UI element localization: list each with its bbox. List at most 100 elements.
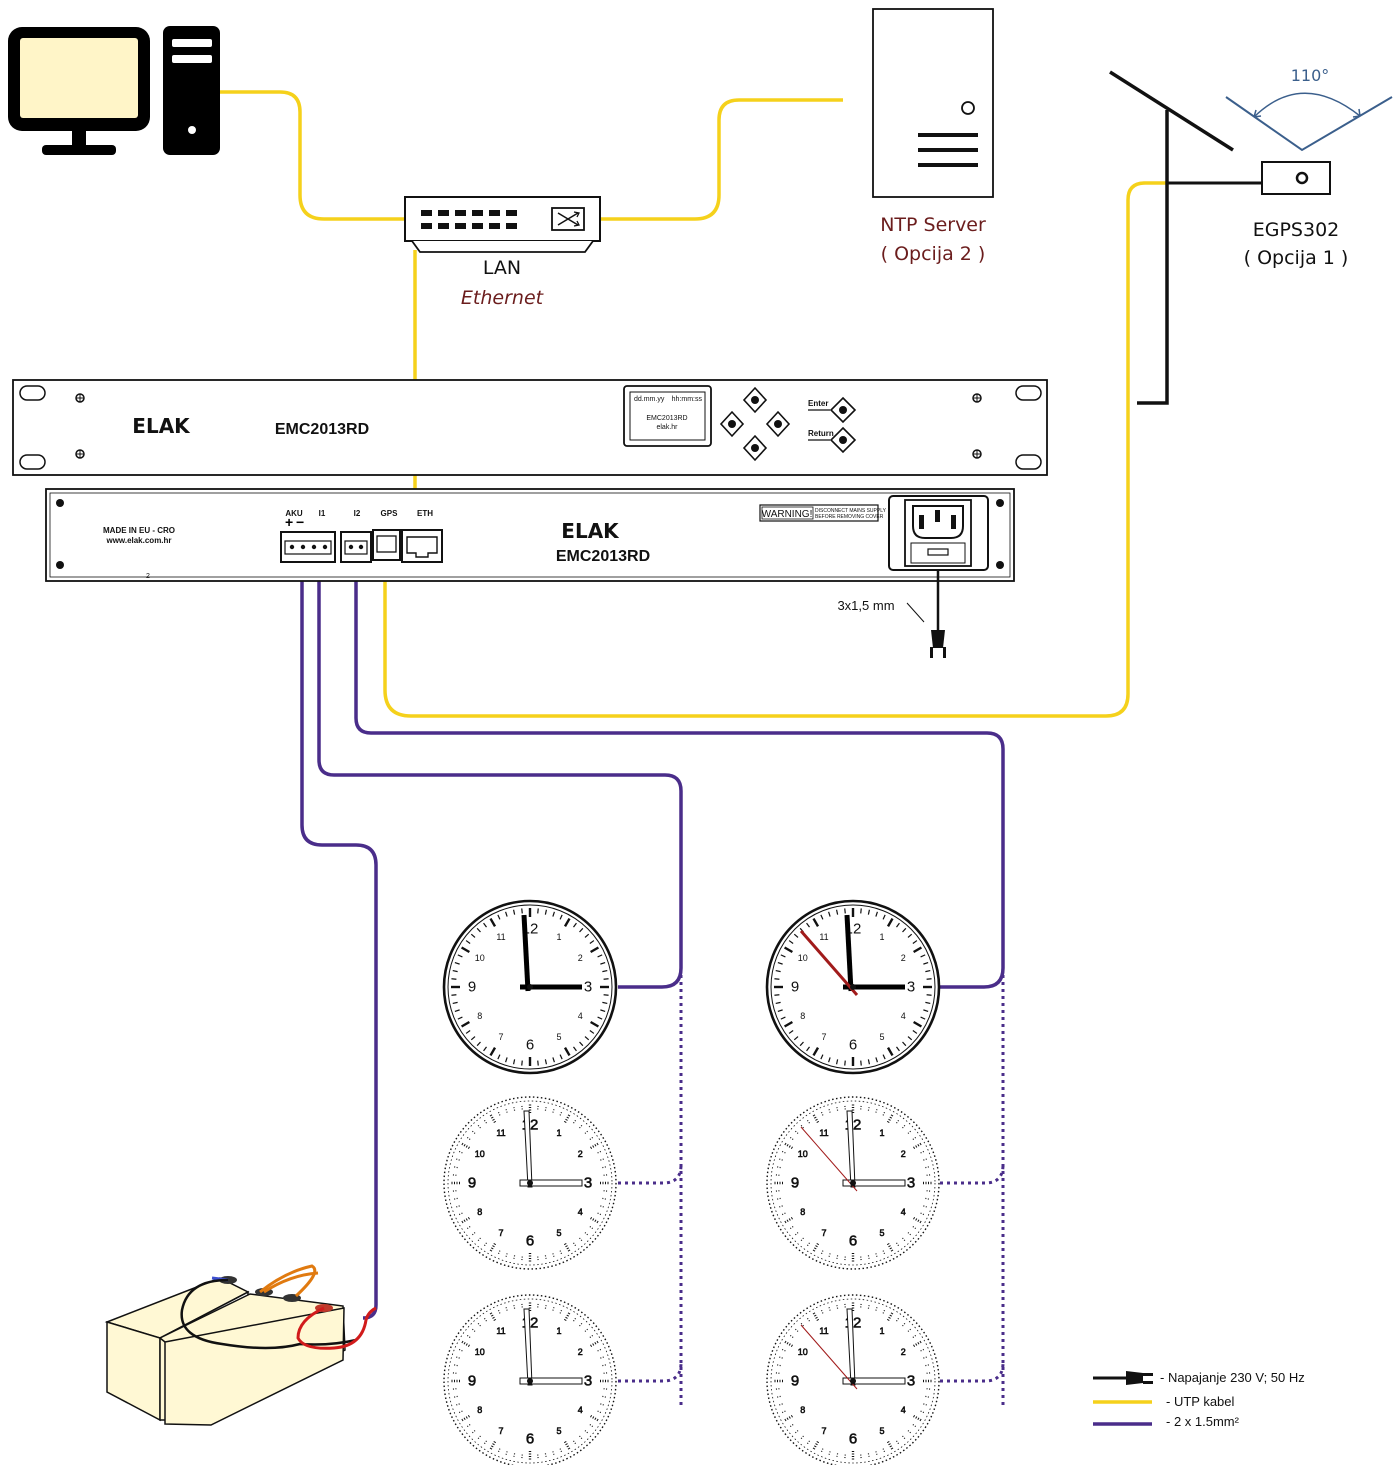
network-switch [404,196,601,253]
clock-tick [812,917,820,927]
power-inlet [888,495,989,571]
clock-tick [602,1395,608,1399]
clock-tick [470,1129,476,1134]
clock-tick [454,1205,460,1208]
plug-icon [1126,1371,1153,1385]
clock-number: 4 [901,1207,906,1217]
clock-tick [886,917,894,927]
clock-tick [923,1403,929,1406]
power-cable-label: 3x1,5 mm [837,598,894,613]
clock-tick [806,1242,810,1248]
clock-tick [788,1226,794,1230]
clock-number: 5 [556,1032,561,1042]
clock-tick [777,1158,783,1161]
warning-sticker: WARNING! DISCONNECT MAINS SUPPLY BEFORE … [759,504,887,522]
clock-tick [603,1174,609,1176]
clock-number: 3 [907,1373,915,1390]
clock-number: 6 [849,1431,857,1448]
front-panel: ELAK EMC2013RD dd.mm.yy hh:mm:ss EMC2013… [12,379,1048,476]
warning-line1: DISCONNECT MAINS SUPPLY [815,508,887,514]
minute-hand [844,914,854,992]
clock-tick [925,1001,931,1005]
clock-tick [788,1136,794,1140]
clock-number: 2 [901,953,906,963]
clock-tick [489,917,497,927]
rear-model: EMC2013RD [556,548,650,565]
clock-tick [896,1316,900,1322]
clock-tick [602,1197,608,1201]
clock-tick [820,1308,824,1314]
utp-gps [383,181,1168,718]
clock-tick [597,1212,603,1216]
hour-hand [842,1179,906,1187]
clock-tick [902,927,907,933]
clock-number: 2 [578,1347,583,1357]
clock-tick [907,1327,913,1332]
clock-tick [460,1414,470,1422]
clock-tick [457,1410,463,1414]
hour-hand [519,1179,583,1187]
clock-tick [590,1216,600,1224]
clock-tick [828,1305,831,1311]
clock-tick [584,933,590,938]
gps-angle-arc [1253,92,1361,118]
gps-port [372,529,401,561]
clock-number: 3 [907,979,915,996]
clock-tick [600,1403,606,1406]
clock-number: 10 [798,1347,808,1357]
clock-tick [875,1253,878,1259]
clock-number: 11 [496,932,505,942]
clock-number: 10 [475,1347,485,1357]
clock-tick [602,1001,608,1005]
clock-tick [777,1009,783,1012]
clock-tick [602,1363,608,1367]
clock-tick [603,1388,609,1390]
clock-tick [600,1356,606,1359]
clock-tick [777,1205,783,1208]
clock-number: 6 [849,1233,857,1250]
clock-tick [926,994,932,996]
clock-tick [465,1030,471,1034]
clock-tick [457,1150,463,1154]
clock-tick [793,1036,799,1041]
clock-number: 5 [879,1032,884,1042]
clock-tick [775,1197,781,1201]
clock-tick [913,1340,923,1348]
clock-number: 1 [879,932,884,942]
clock-tick [579,927,584,933]
clock-tick [902,1123,907,1129]
clock-tick [907,933,913,938]
second-hand [799,930,859,996]
rear-panel: MADE IN EU - CRO www.elak.com.hr 2 AKU +… [45,488,1015,658]
clock-tick [470,933,476,938]
clock-tick [597,1016,603,1020]
front-model: EMC2013RD [275,421,369,438]
clock-tick [483,1118,487,1124]
clock-tick [806,922,810,928]
clock-tick [452,1363,458,1367]
clock-tick [590,1340,600,1348]
clock-tick [470,1430,476,1435]
screw-icon [56,499,1004,569]
clock-tick [602,969,608,973]
clock-tick [820,1110,824,1116]
clock-tick [579,1435,584,1441]
monitor-screen [20,38,138,118]
clock-tick [521,1256,523,1262]
switch-cross-icon [551,207,585,231]
clock-tick [820,914,824,920]
clock-tick [452,1197,458,1201]
clock-number: 2 [901,1347,906,1357]
clock-tick [925,1395,931,1399]
rear-logo: ELAK [561,519,620,543]
clock-tick [835,1105,839,1111]
clock-tick [925,969,931,973]
gps-antenna [1109,70,1393,405]
clock-tick [563,917,571,927]
clock-tick [470,1232,476,1237]
clock-number: 3 [584,1373,592,1390]
clock-tick [454,1403,460,1406]
clock-tick [820,1054,824,1060]
clock-tick [537,1302,539,1308]
clock-tick [783,1142,793,1150]
